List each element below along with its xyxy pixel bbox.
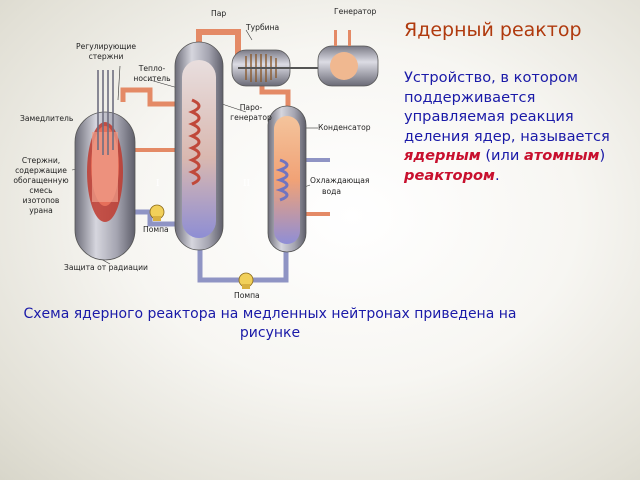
label-fuel-line1: Стержни, (22, 156, 60, 165)
label-radiation-shield: Защита от радиации (64, 263, 148, 272)
steam-generator (174, 41, 224, 251)
term-atomic: атомным (524, 147, 600, 164)
label-fuel-line5: изотопов (23, 196, 60, 205)
label-fuel-line6: урана (29, 206, 53, 215)
reactor-diagram: Пар Генератор Турбина Регулирующие стерж… (13, 7, 379, 300)
definition-part-2: (или (480, 147, 524, 164)
label-loop-2: II (243, 179, 251, 189)
label-moderator: Замедлитель (20, 114, 74, 123)
label-steam: Пар (211, 9, 226, 18)
pump-2-icon (238, 272, 254, 289)
pump-1-icon (149, 204, 165, 221)
definition-part-3: ) (599, 147, 606, 164)
label-cooling-water-line2: вода (322, 187, 341, 196)
label-fuel-line3: обогащенную (13, 176, 68, 185)
label-pump-2: Помпа (234, 291, 260, 300)
figure-caption: Схема ядерного реактора на медленных ней… (23, 306, 517, 341)
label-loop-1: I (156, 179, 160, 189)
turbine (231, 49, 318, 87)
label-fuel-line4: смесь (29, 186, 53, 195)
primary-loop-pipes (120, 87, 178, 227)
definition-text: Устройство, в котором поддерживается упр… (404, 68, 632, 185)
slide-title: Ядерный реактор (404, 19, 582, 41)
label-control-rods-line2: стержни (89, 52, 124, 61)
term-reactor: реактором (404, 166, 495, 184)
label-coolant-line1: Тепло- (138, 64, 166, 73)
label-pump-1: Помпа (143, 225, 169, 234)
term-nuclear: ядерным (404, 147, 481, 164)
label-control-rods-line1: Регулирующие (76, 42, 136, 51)
label-steam-generator-line1: Паро- (240, 103, 263, 112)
label-steam-generator-line2: генератор (230, 113, 272, 122)
secondary-loop-pipes (197, 158, 330, 283)
label-fuel-line2: содержащие (15, 166, 67, 175)
label-coolant-line2: носитель (133, 74, 171, 83)
control-rods (97, 70, 114, 155)
definition-part-1: Устройство, в котором поддерживается упр… (404, 69, 610, 145)
label-turbine: Турбина (245, 23, 279, 32)
label-condenser: Конденсатор (318, 123, 371, 132)
definition-part-4: . (494, 166, 500, 184)
label-generator: Генератор (334, 7, 376, 16)
label-cooling-water-line1: Охлаждающая (310, 176, 370, 185)
condenser (267, 105, 307, 253)
reactor-vessel (74, 111, 136, 261)
generator (317, 30, 379, 87)
